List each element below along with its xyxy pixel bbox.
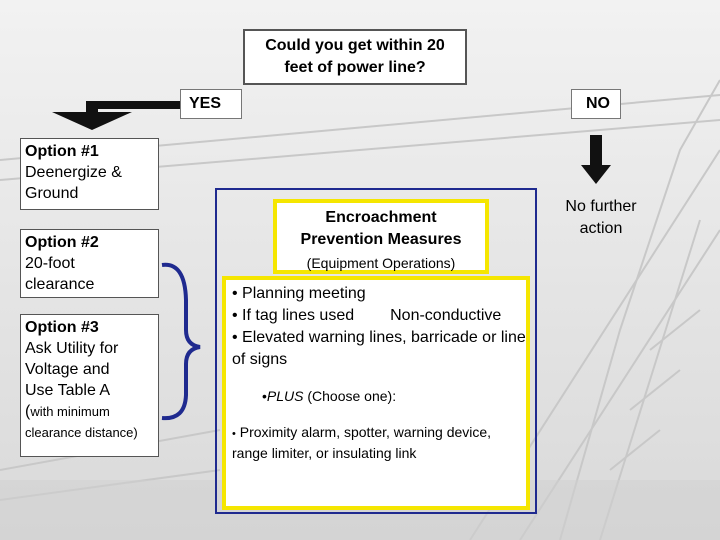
option-2-line: clearance: [25, 276, 95, 293]
option-1-line: Deenergize &: [25, 164, 122, 181]
option-1-line: Ground: [25, 185, 79, 202]
option-2-box: Option #2 20-foot clearance: [20, 229, 159, 298]
measures-box: • Planning meeting • If tag lines used No…: [222, 276, 530, 510]
option-3-header: Option #3: [25, 319, 99, 336]
options-brace: [161, 262, 201, 421]
option-1-header: Option #1: [25, 143, 99, 160]
option-3-box: Option #3 Ask Utility for Voltage and Us…: [20, 314, 159, 457]
option-3-line: Ask Utility for: [25, 340, 119, 357]
measure-proximity: • Proximity alarm, spotter, warning devi…: [232, 423, 526, 463]
question-line2: feet of power line?: [284, 59, 426, 76]
option-3-note-text: with minimum: [30, 404, 110, 419]
no-further-line1: No further: [565, 198, 637, 215]
yes-arrow: [52, 101, 180, 130]
encroachment-box: Encroachment Prevention Measures (Equipm…: [273, 199, 489, 274]
no-arrow-head: [581, 165, 611, 184]
no-arrow-shaft: [590, 135, 602, 167]
measure-plus: •PLUS (Choose one):: [262, 385, 526, 407]
measures-frame: [215, 188, 537, 514]
option-2-header: Option #2: [25, 234, 99, 251]
question-box: Could you get within 20 feet of power li…: [243, 29, 467, 85]
option-3-line: Use Table A: [25, 382, 111, 399]
encroachment-title-2: Prevention Measures: [300, 231, 462, 248]
option-3-line: Voltage and: [25, 361, 110, 378]
plus-rest: (Choose one):: [307, 388, 397, 404]
no-label: NO: [571, 89, 621, 119]
option-3-note-line2: clearance distance): [25, 425, 138, 440]
measure-non-conductive: Non-conductive: [390, 307, 502, 324]
plus-bullet: •: [262, 388, 267, 404]
yes-label: YES: [180, 89, 242, 119]
proximity-text: Proximity alarm, spotter, warning device…: [232, 424, 492, 461]
measure-warning-lines: • Elevated warning lines, barricade or l…: [232, 329, 526, 368]
plus-word: PLUS: [266, 388, 304, 404]
measure-tag-lines: • If tag lines used Non-conductive: [232, 305, 526, 327]
option-2-line: 20-foot: [25, 255, 75, 272]
option-3-note-paren: (: [25, 403, 31, 420]
encroachment-subtitle: (Equipment Operations): [306, 255, 456, 271]
proximity-bullet: •: [232, 428, 236, 440]
option-3-note: (with minimum: [25, 401, 154, 422]
measure-tag-lines-text: • If tag lines used: [232, 307, 355, 324]
question-line1: Could you get within 20: [265, 37, 445, 54]
measure-planning: • Planning meeting: [232, 285, 366, 302]
no-further-action: No further action: [555, 196, 647, 240]
no-further-line2: action: [579, 220, 623, 237]
encroachment-title-1: Encroachment: [325, 209, 437, 226]
option-1-box: Option #1 Deenergize & Ground: [20, 138, 159, 210]
